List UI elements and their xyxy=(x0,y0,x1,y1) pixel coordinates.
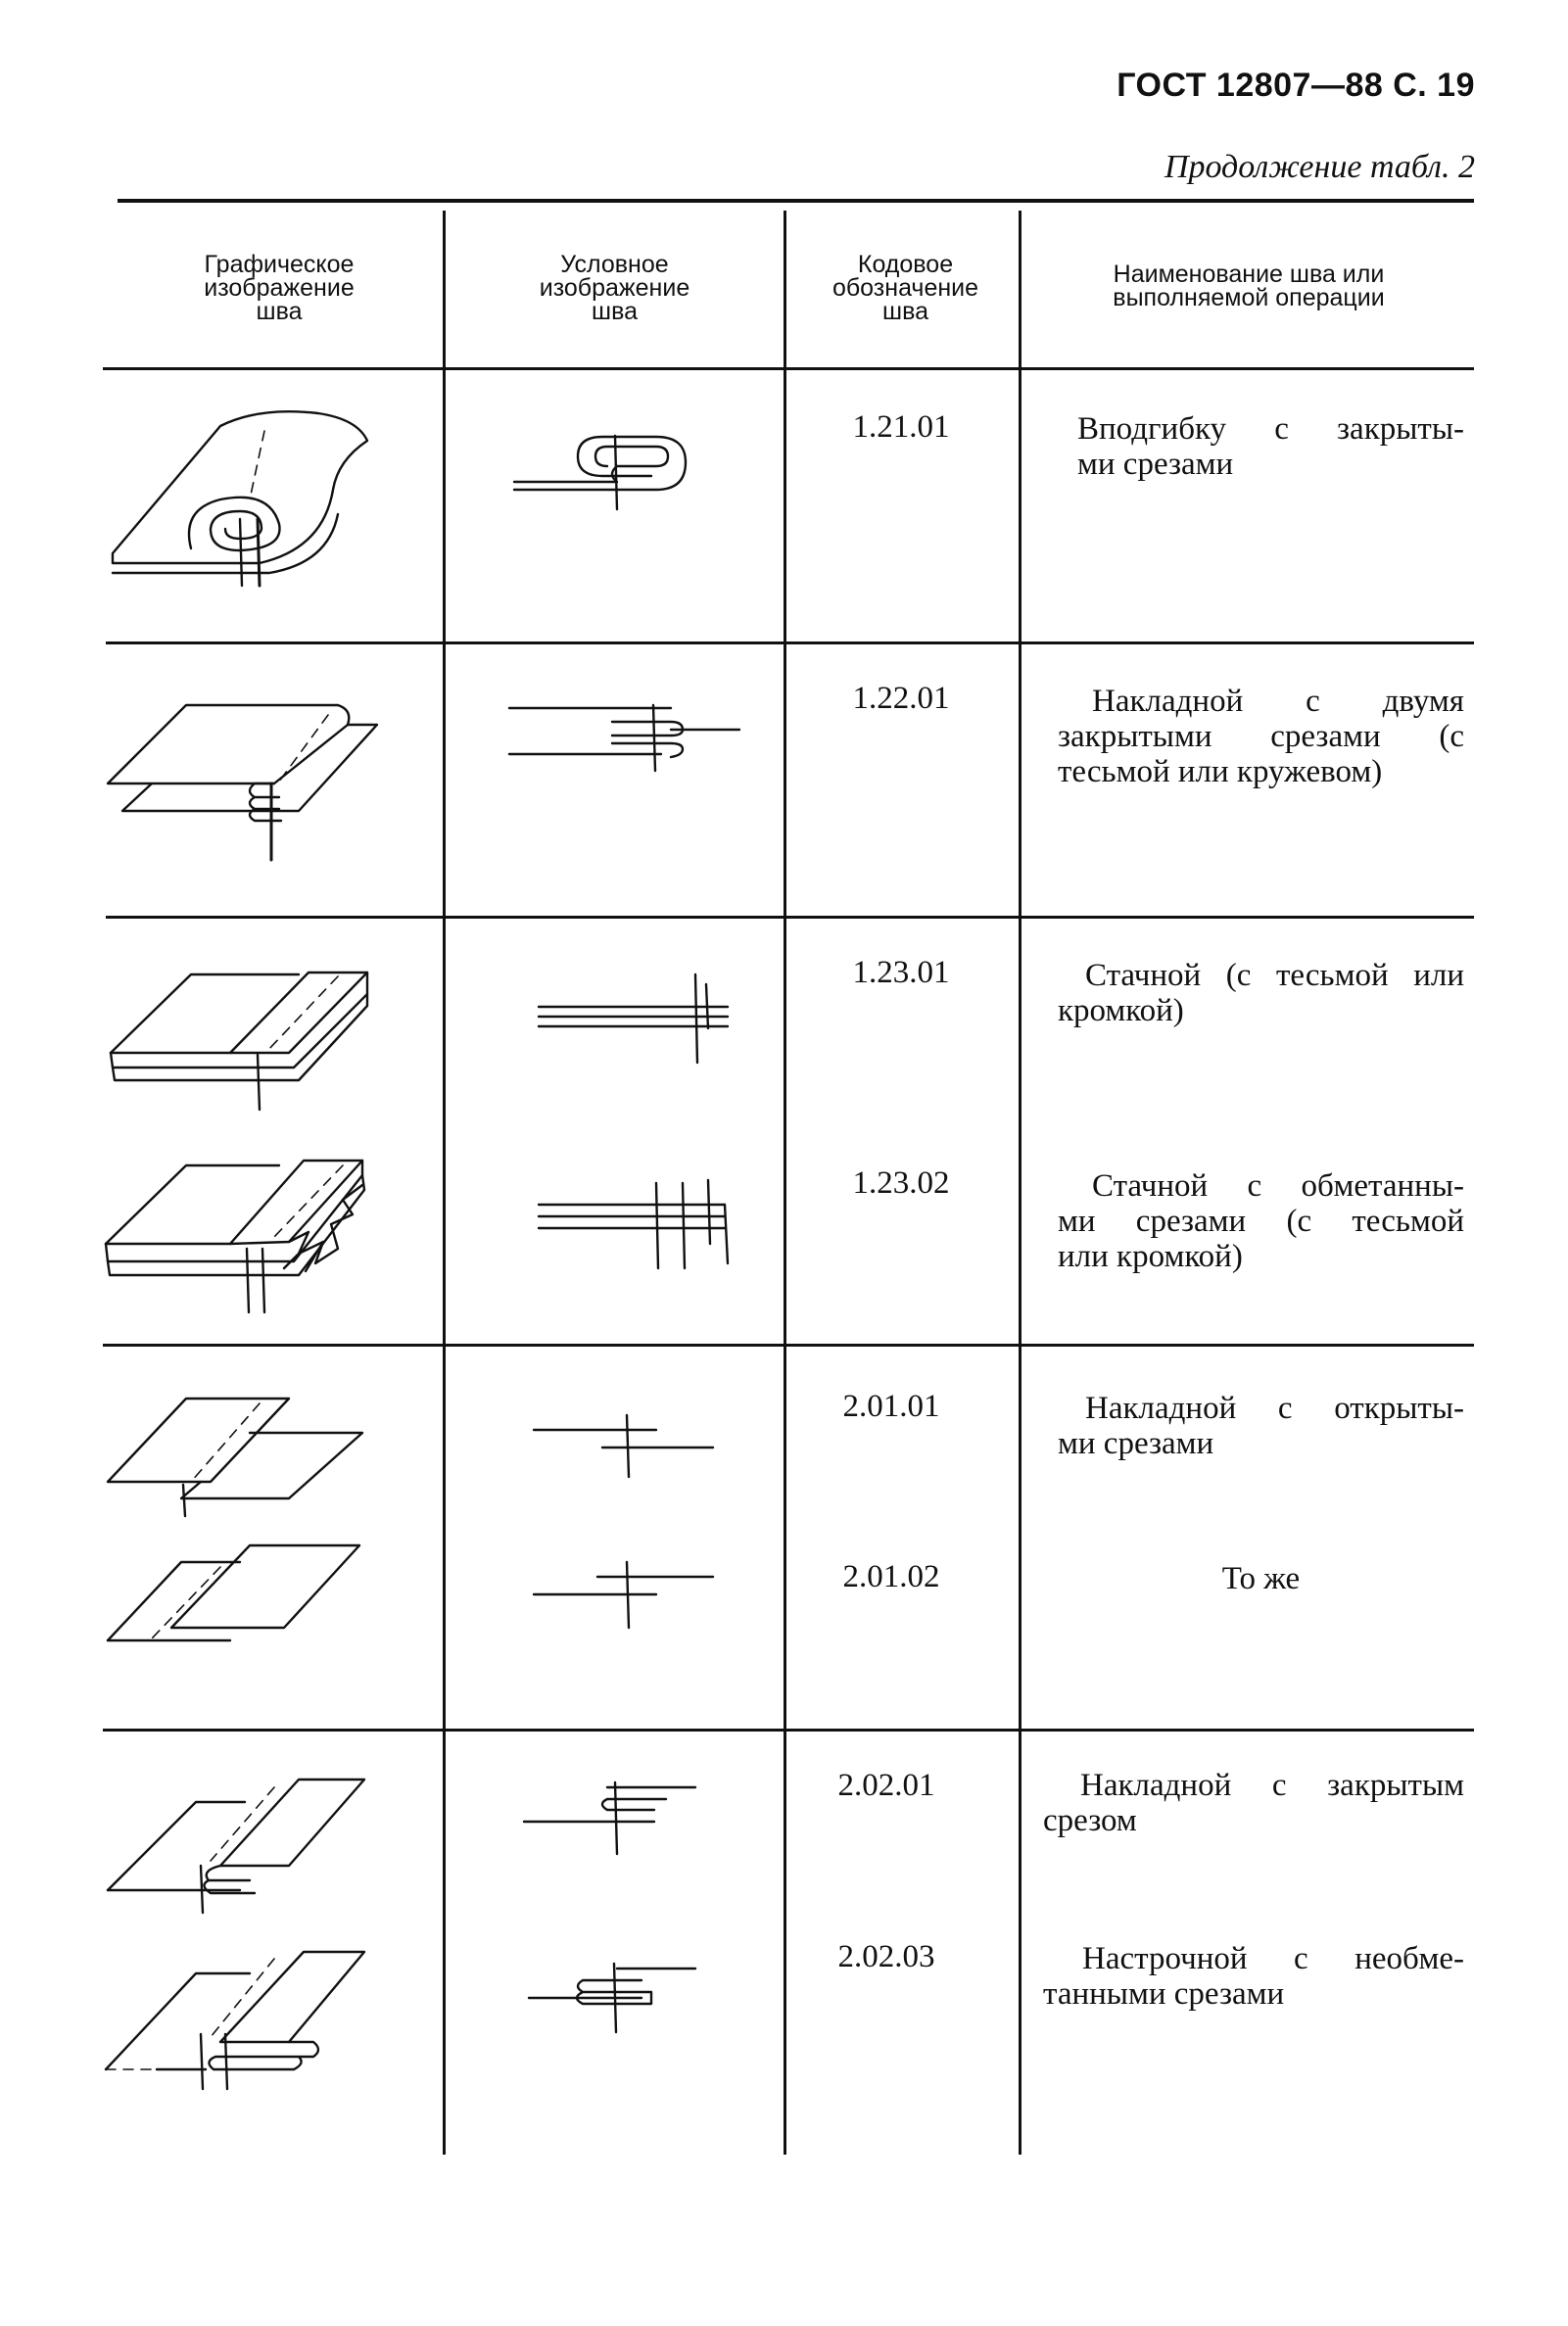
seam-name: Накладной с открыты-ми срезами xyxy=(1058,1391,1464,1461)
seam-symbol-1-21-01 xyxy=(512,434,688,511)
seam-graphic-2-01-01 xyxy=(106,1397,364,1518)
seam-symbol-2-02-03 xyxy=(527,1962,697,2034)
row-divider xyxy=(103,1344,1474,1347)
seam-code: 1.21.01 xyxy=(852,409,950,445)
seam-name: Вподгибку с закрыты-ми срезами xyxy=(1077,411,1464,482)
seam-graphic-2-02-01 xyxy=(106,1778,366,1915)
table-top-rule xyxy=(118,199,1474,203)
column-divider xyxy=(1019,211,1022,2155)
seam-code: 2.02.01 xyxy=(837,1768,935,1803)
seam-code: 2.01.01 xyxy=(842,1389,940,1424)
seam-symbol-1-23-01 xyxy=(537,973,730,1065)
row-divider xyxy=(106,916,1474,919)
seam-code: 2.01.02 xyxy=(842,1559,940,1594)
column-divider xyxy=(443,211,446,2155)
seam-code: 1.22.01 xyxy=(852,681,950,716)
page-header: ГОСТ 12807—88 С. 19 xyxy=(1117,67,1475,104)
seam-graphic-1-23-02 xyxy=(104,1159,366,1314)
seam-code: 1.23.01 xyxy=(852,955,950,990)
seam-graphic-2-02-03 xyxy=(104,1950,366,2091)
seam-name: То же xyxy=(1221,1561,1301,1596)
seam-graphic-2-01-02 xyxy=(106,1543,361,1642)
seam-symbol-1-22-01 xyxy=(507,703,741,773)
seam-symbol-2-01-02 xyxy=(532,1560,715,1630)
row-divider xyxy=(106,641,1474,644)
table-caption: Продолжение табл. 2 xyxy=(1164,149,1475,185)
column-divider xyxy=(784,211,786,2155)
row-divider xyxy=(103,1729,1474,1732)
seam-graphic-1-22-01 xyxy=(106,703,379,862)
seam-graphic-1-21-01 xyxy=(111,409,369,588)
seam-name: Настрочной с необме-танными срезами xyxy=(1043,1941,1464,2012)
seam-graphic-1-23-01 xyxy=(109,971,369,1112)
seam-symbol-1-23-02 xyxy=(537,1178,730,1270)
seam-code: 1.23.02 xyxy=(852,1165,950,1201)
seam-name: Стачной с обметанны-ми срезами (с тесьмо… xyxy=(1058,1168,1464,1274)
seam-code: 2.02.03 xyxy=(837,1939,935,1974)
seam-symbol-2-02-01 xyxy=(522,1780,697,1856)
seam-symbol-2-01-01 xyxy=(532,1413,715,1479)
header-bottom-rule xyxy=(103,367,1474,370)
